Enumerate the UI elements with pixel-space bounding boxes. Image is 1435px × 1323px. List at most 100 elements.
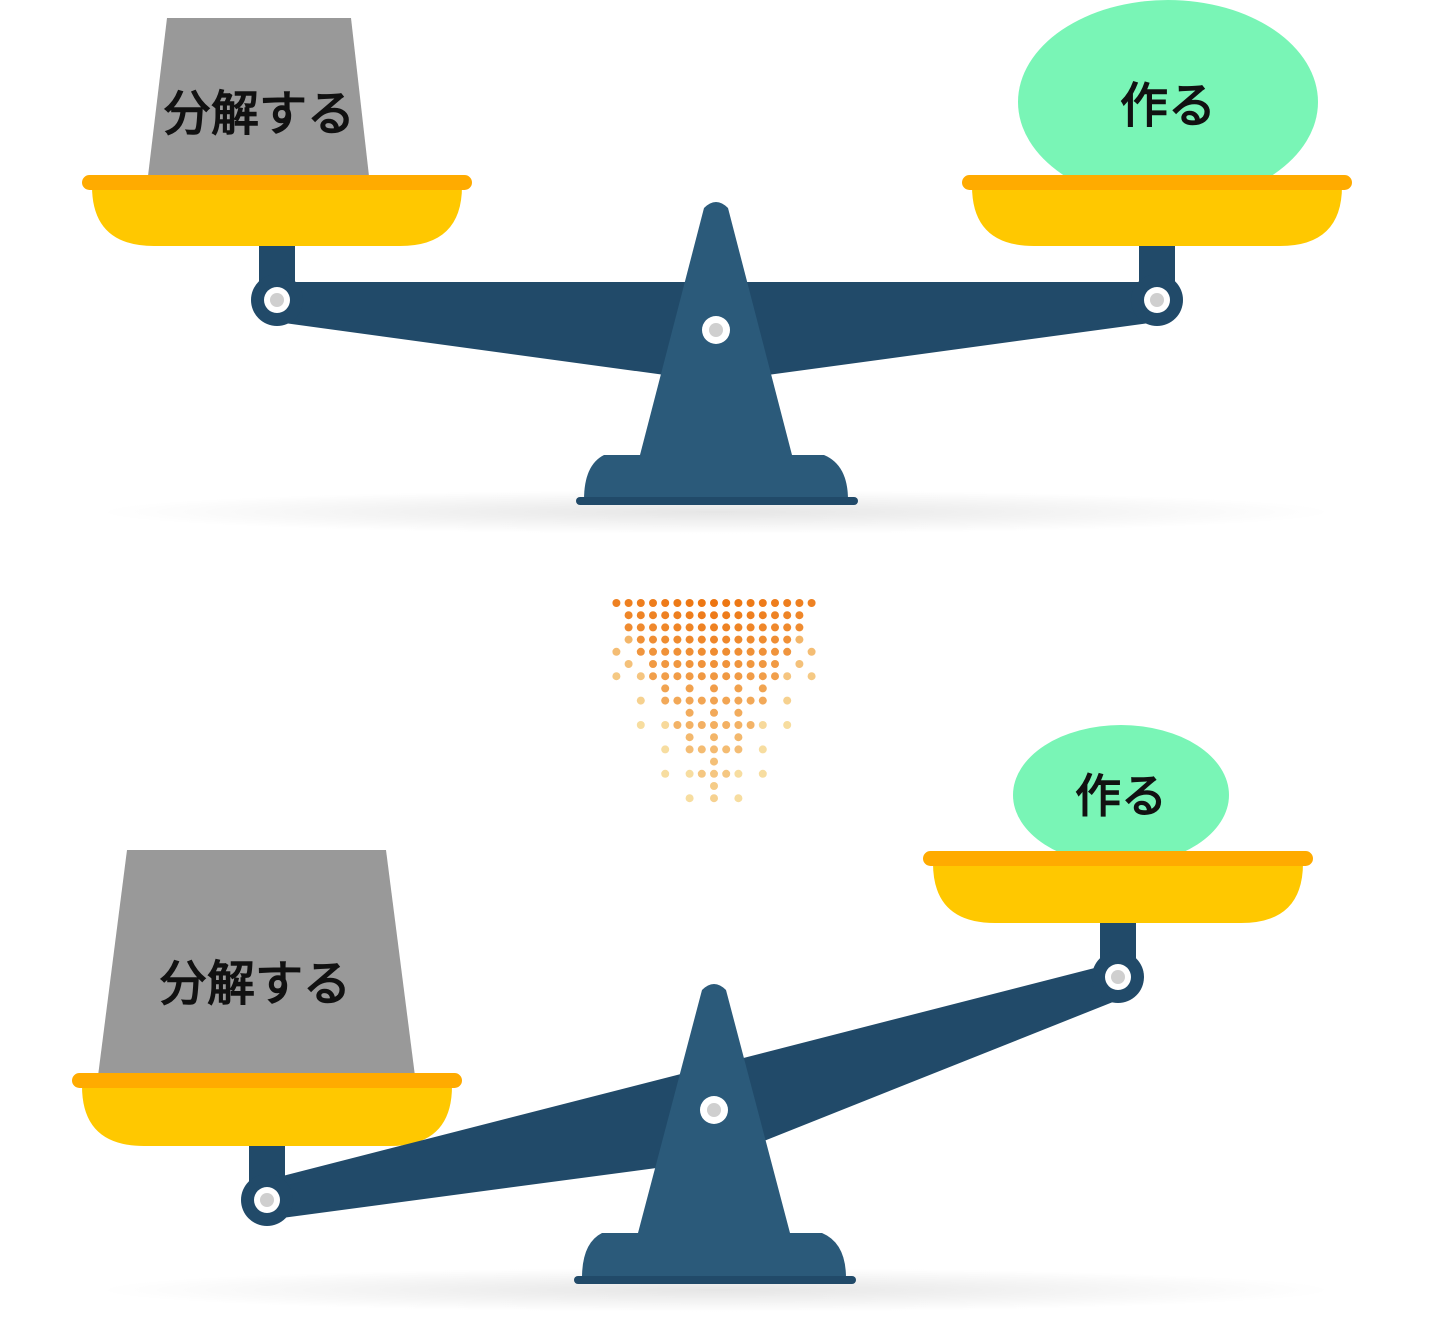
arrow-dot	[685, 660, 694, 668]
arrow-dot	[697, 745, 706, 754]
arrow-dot	[722, 635, 731, 644]
arrow-dot	[734, 696, 743, 705]
arrow-dot	[685, 635, 694, 644]
top-right-label: 作る	[1120, 78, 1216, 134]
arrow-dot	[661, 672, 670, 681]
arrow-dot	[673, 611, 682, 620]
arrow-dot	[624, 635, 633, 644]
arrow-dot	[636, 599, 645, 607]
arrow-dot	[771, 623, 779, 632]
arrow-dot	[807, 672, 816, 681]
arrow-dot	[746, 696, 755, 705]
arrow-dot	[734, 769, 743, 778]
arrow-dot	[807, 599, 816, 607]
arrow-dot	[758, 660, 767, 668]
arrow-dot	[746, 721, 755, 729]
arrow-dot	[661, 611, 670, 620]
arrow-dot	[685, 769, 694, 778]
arrow-dot	[734, 745, 743, 754]
arrow-dot	[795, 623, 804, 632]
bottom-left-pivot	[241, 1174, 293, 1226]
arrow-dot	[795, 635, 804, 644]
arrow-dot	[661, 623, 670, 632]
arrow-dot	[783, 635, 792, 644]
arrow-dot	[758, 721, 767, 729]
arrow-dot	[758, 769, 767, 778]
arrow-dot	[697, 611, 706, 620]
arrow-dot	[710, 708, 718, 717]
down-arrow-icon	[612, 599, 816, 803]
arrow-dot	[771, 635, 779, 644]
arrow-dot	[783, 721, 792, 729]
arrow-dot	[661, 599, 670, 607]
arrow-dot	[783, 611, 792, 620]
arrow-dot	[636, 611, 645, 620]
arrow-dot	[722, 696, 731, 705]
arrow-dot	[710, 672, 718, 681]
arrow-dot	[649, 623, 657, 632]
arrow-dot	[758, 623, 767, 632]
arrow-dot	[661, 696, 670, 705]
arrow-dot	[734, 623, 743, 632]
arrow-dot	[746, 611, 755, 620]
arrow-dot	[612, 672, 621, 681]
bottom-left-block	[98, 850, 415, 1076]
arrow-dot	[710, 623, 718, 632]
arrow-dot	[685, 733, 694, 742]
bottom-scale: 分解する 作る	[72, 725, 1336, 1312]
arrow-dot	[734, 672, 743, 681]
arrow-dot	[710, 696, 718, 705]
arrow-dot	[624, 623, 633, 632]
arrow-dot	[722, 599, 731, 607]
bottom-center-pivot	[700, 1096, 728, 1124]
arrow-dot	[710, 745, 718, 754]
arrow-dot	[661, 647, 670, 656]
arrow-dot	[661, 635, 670, 644]
top-center-pivot	[702, 316, 730, 344]
arrow-dot	[697, 721, 706, 729]
arrow-dot	[636, 696, 645, 705]
arrow-dot	[697, 660, 706, 668]
arrow-dot	[685, 708, 694, 717]
arrow-dot	[710, 757, 718, 766]
top-left-block	[148, 18, 369, 176]
arrow-dot	[710, 599, 718, 607]
arrow-dot	[661, 660, 670, 668]
arrow-dot	[771, 647, 779, 656]
arrow-dot	[661, 769, 670, 778]
arrow-dot	[649, 611, 657, 620]
arrow-dot	[734, 647, 743, 656]
arrow-dot	[673, 623, 682, 632]
arrow-dot	[783, 599, 792, 607]
arrow-dot	[697, 647, 706, 656]
arrow-dot	[771, 660, 779, 668]
arrow-dot	[746, 635, 755, 644]
arrow-dot	[697, 672, 706, 681]
top-scale: 分解する 作る	[82, 0, 1352, 534]
arrow-dot	[710, 660, 718, 668]
arrow-dot	[673, 672, 682, 681]
arrow-dot	[685, 623, 694, 632]
arrow-dot	[783, 647, 792, 656]
arrow-dot	[649, 635, 657, 644]
arrow-dot	[710, 647, 718, 656]
arrow-dot	[722, 623, 731, 632]
arrow-dot	[710, 684, 718, 693]
arrow-dot	[685, 721, 694, 729]
arrow-dot	[624, 599, 633, 607]
arrow-dot	[734, 635, 743, 644]
arrow-dot	[710, 794, 718, 803]
arrow-dot	[673, 635, 682, 644]
arrow-dot	[746, 660, 755, 668]
arrow-dot	[661, 684, 670, 693]
bottom-right-pan	[923, 851, 1313, 923]
arrow-dot	[673, 721, 682, 729]
arrow-dot	[758, 684, 767, 693]
arrow-dot	[649, 672, 657, 681]
arrow-dot	[673, 647, 682, 656]
arrow-dot	[697, 599, 706, 607]
arrow-dot	[758, 599, 767, 607]
arrow-dot	[758, 696, 767, 705]
bottom-right-bubble	[1013, 725, 1229, 865]
arrow-dot	[734, 684, 743, 693]
